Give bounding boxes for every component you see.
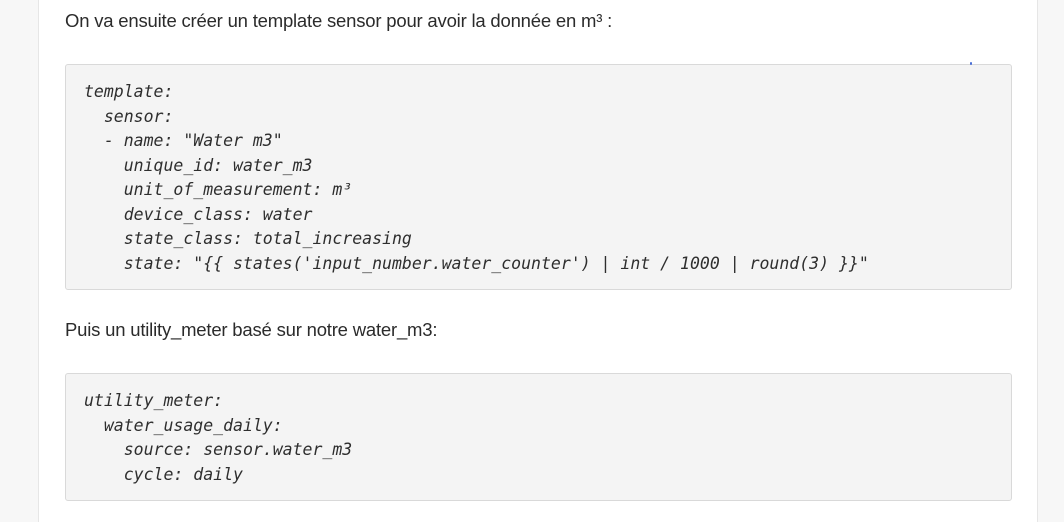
article-content: On va ensuite créer un template sensor p… — [38, 0, 1038, 522]
code-line: state_class: total_increasing — [84, 229, 412, 248]
code-line: water_usage_daily: — [84, 415, 283, 435]
code-line: - name: "Water m3" — [84, 131, 283, 150]
code-line: template: — [84, 82, 174, 101]
scroll-indicator — [970, 62, 972, 65]
code-line: unit_of_measurement: m³ — [84, 180, 353, 199]
code-line: source: sensor.water_m3 — [84, 440, 353, 459]
utility-meter-code-block[interactable]: utility_meter: water_usage_daily: source… — [65, 373, 1012, 501]
intro-paragraph: On va ensuite créer un template sensor p… — [65, 10, 613, 31]
code-line: sensor: — [84, 106, 174, 126]
code-line: cycle: daily — [84, 464, 243, 484]
template-sensor-code-block[interactable]: template: sensor: - name: "Water m3" uni… — [65, 64, 1012, 290]
code-line: state: "{{ states('input_number.water_co… — [84, 253, 869, 273]
code-line: unique_id: water_m3 — [84, 155, 313, 175]
followup-paragraph: Puis un utility_meter basé sur notre wat… — [65, 319, 438, 340]
code-line: device_class: water — [84, 204, 313, 224]
code-line: utility_meter: — [84, 391, 224, 410]
